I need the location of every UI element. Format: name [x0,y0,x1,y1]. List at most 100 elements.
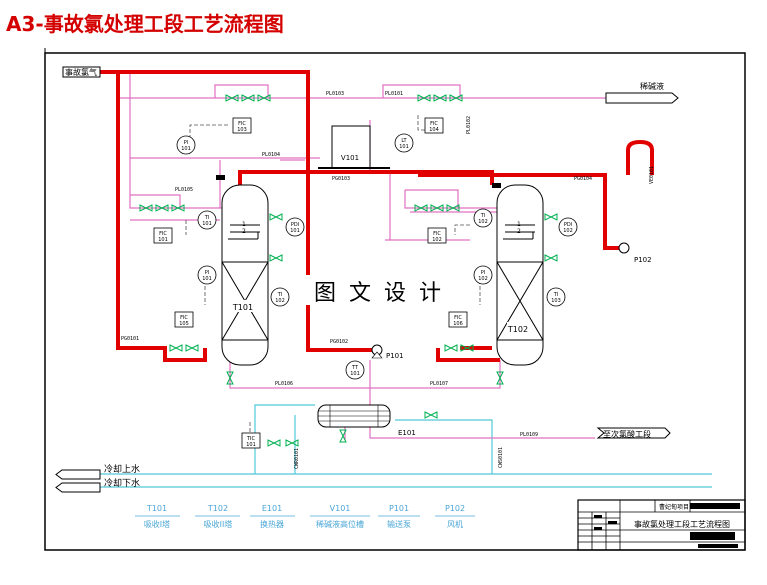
svg-text:101: 101 [202,221,212,227]
svg-text:PL0101: PL0101 [385,91,403,97]
legend-name-5: 风机 [447,519,463,529]
legend-name-1: 吸收II塔 [204,519,233,529]
marker [492,183,501,188]
legend-tag-4: P101 [389,504,409,513]
svg-text:PL0105: PL0105 [175,187,193,193]
column-t101: 1 2 T101 [221,184,269,366]
watermark-bg [305,275,453,305]
t102-tag: T102 [507,325,528,334]
svg-text:TT: TT [351,365,359,371]
legend-tag-2: E101 [262,504,282,513]
svg-text:102: 102 [432,237,442,243]
pipe-labels: PL0103 PL0101 PL0102 PL0104 PL0105 PG010… [121,91,655,469]
e101-tag: E101 [398,429,416,437]
pump-p101: P101 [371,344,404,360]
svg-text:PL0107: PL0107 [430,381,448,387]
svg-text:2: 2 [242,228,246,235]
svg-text:PI: PI [184,140,189,146]
inlet-accident-chlorine-label: 事故氯气 [65,67,97,77]
svg-text:102: 102 [478,276,488,282]
instrument-boxes [153,117,468,449]
title-block-fill [698,544,738,548]
title-block-drawing-name: 事故氯处理工段工艺流程图 [634,519,730,529]
svg-text:101: 101 [202,276,212,282]
svg-text:101: 101 [181,146,191,152]
svg-text:PL0102: PL0102 [466,116,472,134]
drawing-frame [44,52,746,551]
marker [216,175,225,180]
legend-name-4: 输送泵 [387,519,411,529]
svg-text:PG0103: PG0103 [332,176,350,182]
legend-name-0: 吸收I塔 [144,519,170,529]
svg-text:103: 103 [237,127,247,133]
svg-text:101: 101 [158,237,168,243]
to-hypochlorite-label: 至次氯酸工段 [603,429,651,439]
cooling-water-return-label: 冷却下水 [104,477,140,489]
v101-tag: V101 [341,154,359,162]
legend-tag-0: T101 [146,504,167,513]
svg-text:105: 105 [179,321,189,327]
watermark: 图 文 设 计 [314,281,444,306]
svg-text:PI: PI [205,270,210,276]
svg-text:TI: TI [204,215,210,221]
svg-text:VE0101: VE0101 [649,166,655,184]
svg-text:FIC: FIC [454,315,462,321]
svg-text:FIC: FIC [433,231,441,237]
p102-tag: P102 [634,256,652,264]
svg-text:PL0103: PL0103 [326,91,344,97]
column-t102: 1 2 T102 [496,184,544,366]
svg-text:104: 104 [429,127,439,133]
legend-tag-1: T102 [207,504,228,513]
tank-v101: V101 [318,125,390,169]
p101-tag: P101 [386,352,404,360]
svg-text:FIC: FIC [180,315,188,321]
dilute-alkali-label: 稀碱液 [640,81,664,91]
page-title: A3-事故氯处理工段工艺流程图 [6,12,284,36]
svg-text:PL0109: PL0109 [520,432,538,438]
svg-text:CWR0101: CWR0101 [294,448,300,469]
title-block-fill [690,503,740,509]
svg-text:PG0104: PG0104 [574,176,592,182]
t101-tag: T101 [232,303,253,312]
svg-text:PL0106: PL0106 [275,381,293,387]
svg-text:102: 102 [478,219,488,225]
legend-name-2: 换热器 [260,519,284,529]
svg-text:CWS0101: CWS0101 [498,447,504,468]
svg-text:PL0104: PL0104 [262,152,280,158]
svg-text:PDI: PDI [564,222,572,228]
fan-p102: P102 [618,242,652,264]
svg-text:FIC: FIC [159,231,167,237]
title-block-header: 曹妃甸项目 [659,503,689,511]
title-block-fill [690,532,735,540]
svg-text:2: 2 [517,228,521,235]
svg-text:LT: LT [401,138,407,144]
cooling-inlet-arrows [55,469,101,493]
svg-text:102: 102 [563,228,573,234]
inlet-accident-chlorine-arrow [62,66,101,78]
svg-text:103: 103 [551,298,561,304]
svg-text:TI: TI [553,292,559,298]
legend-name-3: 稀碱液高位槽 [316,519,364,529]
to-hypochlorite-arrow [596,427,671,439]
svg-text:TI: TI [480,213,486,219]
svg-text:106: 106 [453,321,463,327]
svg-text:101: 101 [290,228,300,234]
main-gas-lines [100,70,654,362]
dilute-alkali-arrow [605,92,679,104]
instrument-circles [176,133,578,380]
legend-tag-5: P102 [445,504,465,513]
equipment-legend: T101 吸收I塔 T102 吸收II塔 E101 换热器 V101 稀碱液高位… [135,504,475,529]
heat-exchanger-e101: E101 [317,404,416,437]
svg-text:TIC: TIC [246,436,256,442]
svg-text:1: 1 [517,221,521,228]
cooling-water-supply-label: 冷却上水 [104,463,140,475]
svg-text:PG0101: PG0101 [121,336,139,342]
svg-text:PI: PI [481,270,486,276]
svg-text:TI: TI [277,292,283,298]
svg-text:101: 101 [246,442,256,448]
legend-tag-3: V101 [330,504,351,513]
svg-text:PDI: PDI [291,222,299,228]
